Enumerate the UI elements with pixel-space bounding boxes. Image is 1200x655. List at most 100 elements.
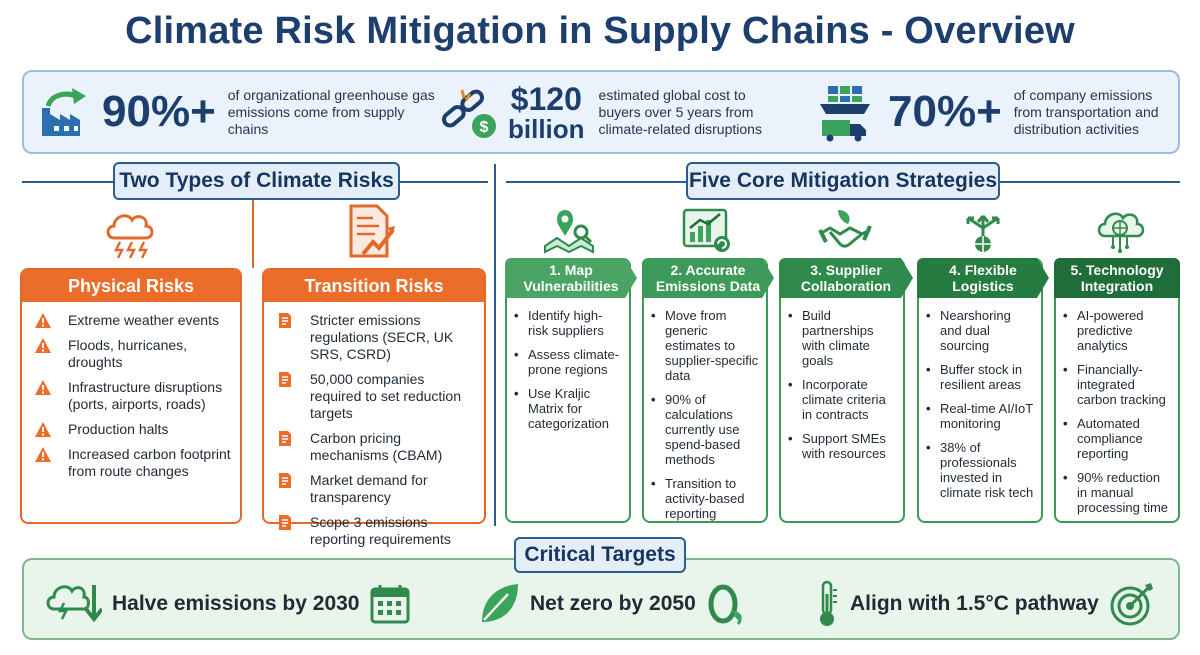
strategy-1-list: Identify high-risk suppliers Assess clim… [514, 308, 622, 440]
physical-risks-list: Extreme weather events Floods, hurricane… [22, 302, 240, 480]
target-halve-emissions: Halve emissions by 2030 [46, 578, 411, 630]
list-item-text: 50,000 companies required to set reducti… [310, 371, 461, 421]
strategy-title-line: 1. Map [549, 262, 593, 278]
data-chart-icon [682, 208, 730, 252]
target-align-pathway: Align with 1.5°C pathway [814, 578, 1155, 630]
transition-risks-list: Stricter emissions regulations (SECR, UK… [264, 302, 484, 548]
target-label: Halve emissions by 2030 [112, 592, 360, 615]
target-label: Align with 1.5°C pathway [850, 592, 1099, 615]
document-chart-icon [349, 204, 395, 258]
list-item: Support SMEs with resources [788, 431, 896, 461]
warning-icon [35, 338, 51, 353]
list-item: Assess climate-prone regions [514, 347, 622, 377]
list-item: 38% of professionals invested in climate… [926, 440, 1034, 500]
list-item: Infrastructure disruptions (ports, airpo… [34, 379, 232, 413]
stat-value-line2: billion [508, 114, 585, 144]
list-item-text: Stricter emissions regulations (SECR, UK… [310, 312, 454, 362]
list-item: Automated compliance reporting [1063, 416, 1171, 461]
stat-transport-emissions: 70%+ of company emissions from transport… [816, 72, 1174, 152]
list-item: Incorporate climate criteria in contract… [788, 377, 896, 422]
list-item: Build partnerships with climate goals [788, 308, 896, 368]
stat-value: 70%+ [888, 87, 1002, 136]
map-search-icon [544, 210, 594, 254]
strategy-2-list: Move from generic estimates to supplier-… [651, 308, 759, 530]
handshake-icon [818, 210, 872, 248]
leaf-icon [482, 584, 518, 622]
list-item: Increased carbon footprint from route ch… [34, 446, 232, 480]
list-item-text: Increased carbon footprint from route ch… [68, 446, 231, 479]
strategy-title-line: 5. Technology [1070, 262, 1164, 278]
stats-band: 90%+ of organizational greenhouse gas em… [22, 70, 1180, 154]
strategy-title-line: Emissions Data [655, 278, 761, 294]
list-item: Buffer stock in resilient areas [926, 362, 1034, 392]
list-item: Production halts [34, 421, 232, 438]
list-item: Identify high-risk suppliers [514, 308, 622, 338]
strategy-title-line: Vulnerabilities [523, 278, 619, 294]
target-net-zero: Net zero by 2050 [478, 578, 744, 630]
list-item: 90% of calculations currently use spend-… [651, 392, 759, 467]
strategy-title-line: Integration [1080, 278, 1154, 294]
document-icon [279, 515, 291, 530]
list-item: AI-powered predictive analytics [1063, 308, 1171, 353]
document-icon [279, 431, 291, 446]
section-title-risks: Two Types of Climate Risks [113, 162, 400, 200]
stat-value: $120 billion [508, 82, 585, 142]
list-item: Stricter emissions regulations (SECR, UK… [276, 312, 476, 363]
list-item: Use Kraljic Matrix for categorization [514, 386, 622, 431]
thermometer-icon [820, 580, 837, 626]
list-item-text: Scope 3 emissions reporting requirements [310, 514, 451, 547]
list-item: Market demand for transparency [276, 472, 476, 506]
route-arrows-icon [966, 215, 1000, 252]
list-item: Move from generic estimates to supplier-… [651, 308, 759, 383]
svg-text:$: $ [480, 119, 489, 136]
list-item: Transition to activity-based reporting [651, 476, 759, 521]
target-icon [1110, 583, 1153, 626]
warning-icon [35, 447, 51, 462]
list-item: Nearshoring and dual sourcing [926, 308, 1034, 353]
factory-emissions-icon [42, 88, 86, 136]
list-item-text: Floods, hurricanes, droughts [68, 337, 188, 370]
list-item: 50,000 companies required to set reducti… [276, 371, 476, 422]
transition-risks-title: Transition Risks [264, 270, 484, 302]
target-label: Net zero by 2050 [530, 592, 696, 615]
ship-truck-icon [820, 86, 870, 142]
strategy-5-list: AI-powered predictive analytics Financia… [1063, 308, 1171, 524]
warning-icon [35, 380, 51, 395]
list-item-text: Market demand for transparency [310, 472, 428, 505]
document-icon [279, 372, 291, 387]
list-item: Scope 3 emissions reporting requirements [276, 514, 476, 548]
divider [494, 164, 496, 526]
divider [252, 198, 254, 268]
list-item: Carbon pricing mechanisms (CBAM) [276, 430, 476, 464]
document-icon [279, 313, 291, 328]
strategy-4-list: Nearshoring and dual sourcing Buffer sto… [926, 308, 1034, 509]
list-item: Floods, hurricanes, droughts [34, 337, 232, 371]
storm-cloud-icon [106, 214, 154, 258]
broken-chain-dollar-icon: $ [441, 89, 496, 138]
stat-desc: estimated global cost to buyers over 5 y… [598, 86, 762, 137]
stat-desc: of company emissions from transportation… [1013, 86, 1159, 137]
transition-risks-card: Transition Risks Stricter emissions regu… [262, 268, 486, 547]
brain-cloud-icon [1097, 212, 1145, 253]
physical-risks-card: Physical Risks Extreme weather events Fl… [20, 268, 242, 524]
strategy-title-line: 2. Accurate [670, 262, 746, 278]
list-item-text: Infrastructure disruptions (ports, airpo… [68, 379, 223, 412]
stat-value-line1: $120 [510, 81, 582, 117]
list-item: 90% reduction in manual processing time [1063, 470, 1171, 515]
page-title: Climate Risk Mitigation in Supply Chains… [125, 10, 1075, 52]
stat-value: 90%+ [102, 87, 216, 136]
cloud-down-arrow-icon [46, 585, 102, 623]
list-item: Real-time AI/IoT monitoring [926, 401, 1034, 431]
calendar-icon [370, 585, 410, 624]
list-item-text: Extreme weather events [68, 312, 219, 328]
strategy-title-line: 3. Supplier [810, 262, 882, 278]
strategy-title-line: Collaboration [800, 278, 892, 294]
stat-disruption-cost: $ $120 billion estimated global cost to … [440, 72, 779, 152]
document-icon [279, 473, 291, 488]
critical-targets-title: Critical Targets [514, 537, 686, 573]
